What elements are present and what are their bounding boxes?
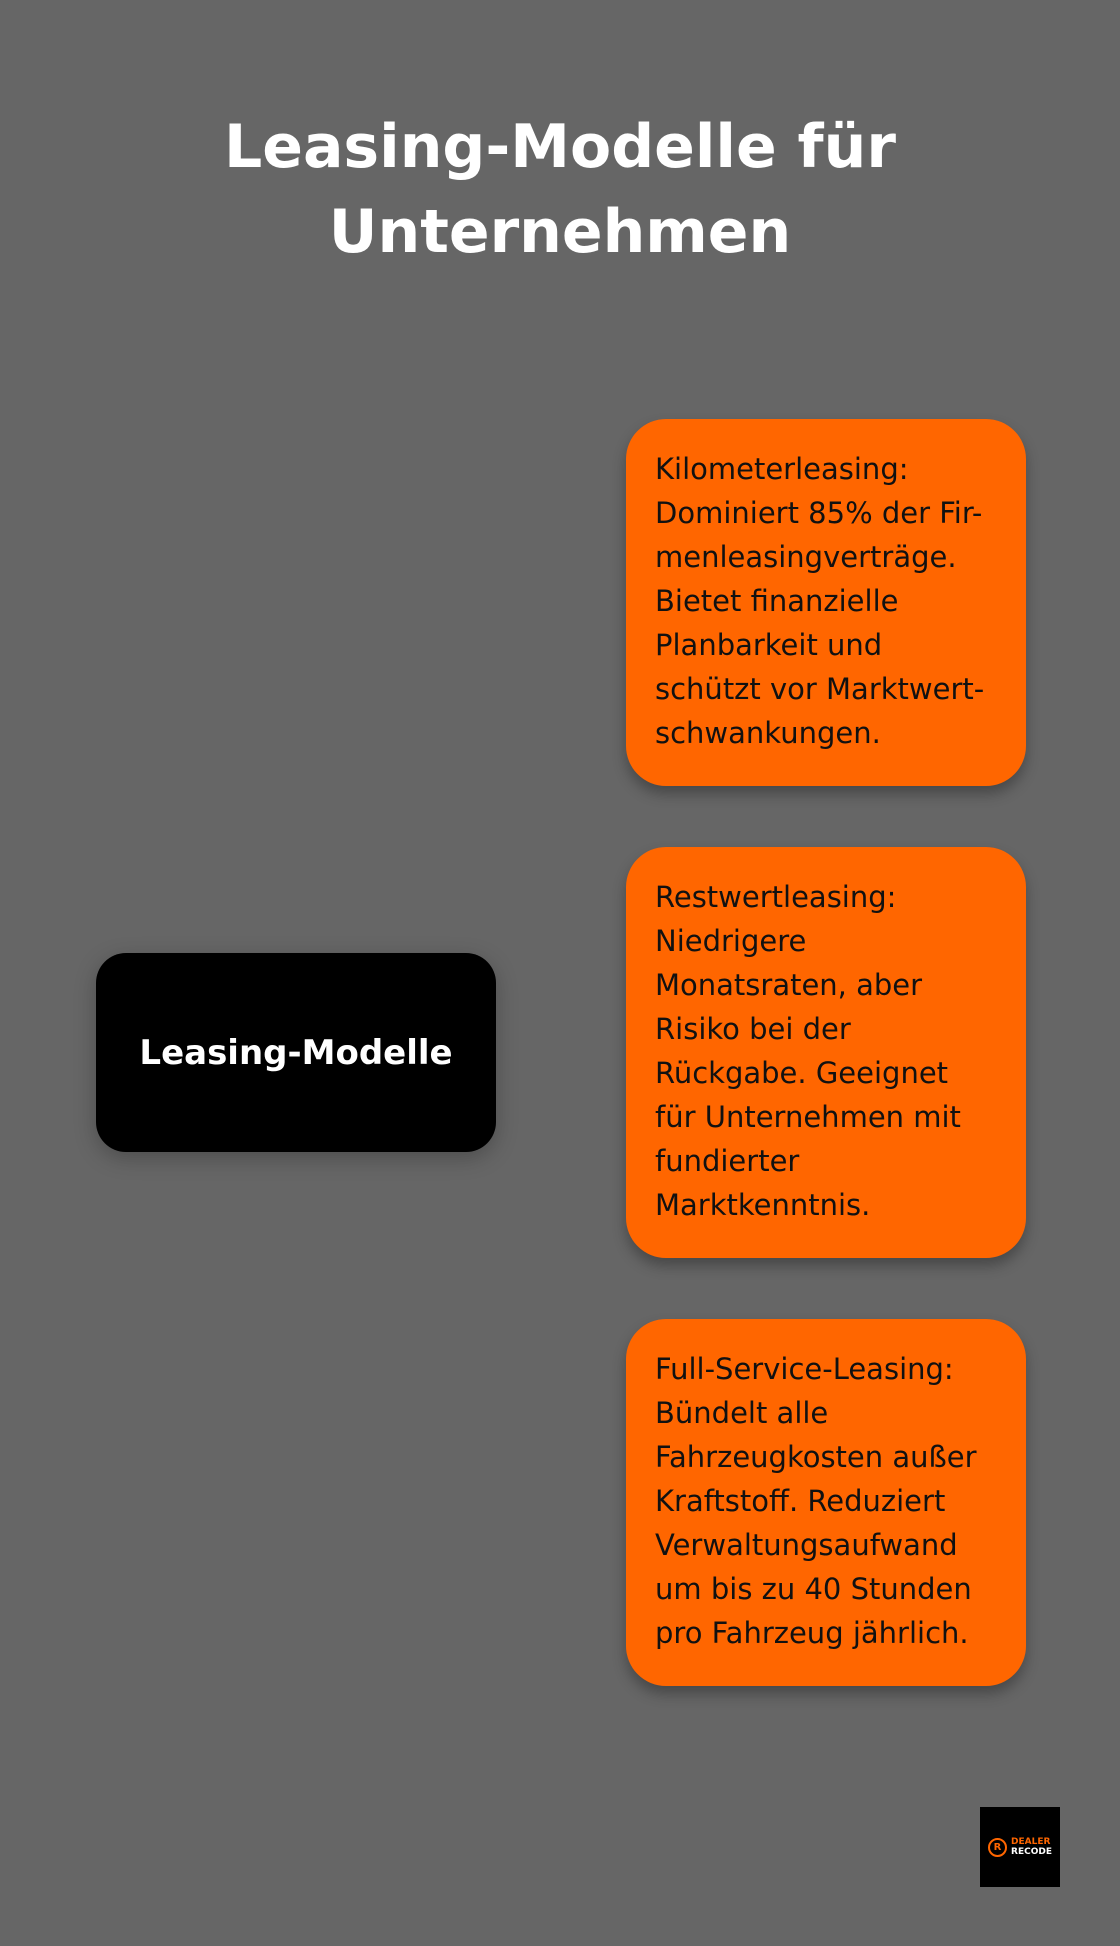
logo-text: DEALER RECODE bbox=[1011, 1837, 1052, 1857]
center-node: Leasing-Modelle bbox=[96, 953, 496, 1152]
leasing-model-card-full-service: Full-Service-Leasing: Bündelt alle Fahrz… bbox=[626, 1319, 1026, 1686]
logo-text-line-1: DEALER bbox=[1011, 1837, 1051, 1847]
card-text: Kilometerleasing: Dominiert 85% der Fir-… bbox=[655, 452, 985, 750]
leasing-model-card-restwert: Restwertleasing: Niedrigere Monatsraten,… bbox=[626, 847, 1026, 1258]
logo-mark-icon: R bbox=[988, 1837, 1008, 1857]
card-text: Restwertleasing: Niedrigere Monatsraten,… bbox=[655, 880, 961, 1222]
logo-text-line-2: RECODE bbox=[1011, 1847, 1052, 1857]
page-title-line-2: Unternehmen bbox=[328, 197, 792, 267]
leasing-model-card-kilometer: Kilometerleasing: Dominiert 85% der Fir-… bbox=[626, 419, 1026, 786]
center-node-label: Leasing-Modelle bbox=[139, 1032, 453, 1073]
page-title: Leasing-Modelle für Unternehmen bbox=[0, 105, 1120, 275]
dealer-recode-logo: R DEALER RECODE bbox=[980, 1807, 1060, 1887]
page-title-line-1: Leasing-Modelle für bbox=[224, 112, 896, 182]
card-text: Full-Service-Leasing: Bündelt alle Fahrz… bbox=[655, 1352, 977, 1650]
